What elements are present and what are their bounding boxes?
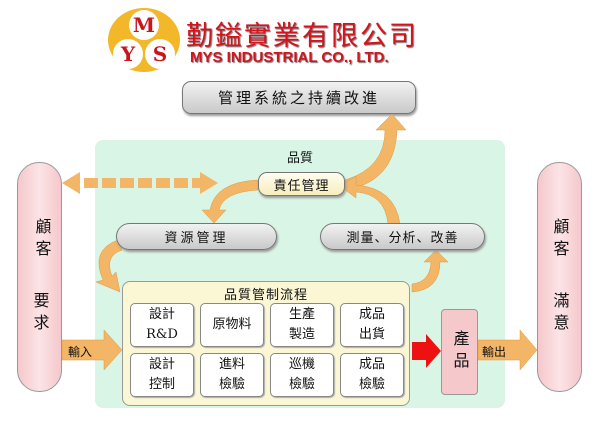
process-title: 品質管制流程	[223, 288, 308, 303]
curved-arrow-process-to-measure	[411, 249, 449, 293]
customer-satisfaction-title: 顧客	[550, 218, 570, 262]
continuous-improvement-box: 管理系統之持續改進	[182, 81, 416, 114]
company-name-zh: 勤鎰實業有限公司	[186, 21, 418, 52]
process-cell-design-control: 設計 控制	[130, 353, 194, 397]
logo-letter-s: S	[145, 39, 175, 69]
logo-letter-m: M	[129, 10, 159, 40]
process-cell-final-inspection: 成品 檢驗	[340, 353, 404, 397]
company-name-en: MYS INDUSTRIAL CO., LTD.	[190, 49, 389, 66]
resource-box: 資源管理	[116, 223, 277, 250]
output-arrow	[477, 329, 538, 371]
logo: M Y S	[108, 8, 180, 72]
process-cell-production: 生產 製造	[270, 303, 334, 347]
curved-arrow-to-improvement	[344, 113, 407, 191]
process-cell-design-rd: 設計 R&D	[130, 303, 194, 347]
curved-arrow-measure-to-responsibility	[339, 175, 401, 225]
measurement-box: 測量、分析、改善	[320, 223, 485, 250]
input-arrow	[61, 329, 123, 371]
logo-letter-y: Y	[113, 39, 143, 69]
red-arrow	[412, 334, 441, 368]
customer-satisfaction-subtitle: 滿意	[550, 292, 570, 336]
product-box: 產品	[441, 309, 478, 395]
customer-satisfaction-box: 顧客 滿意	[537, 162, 582, 392]
process-cell-shipping: 成品 出貨	[340, 303, 404, 347]
input-label: 輸入	[68, 345, 93, 359]
customer-requirement-box: 顧客 要求	[17, 162, 62, 392]
process-cell-patrol-inspection: 巡機 檢驗	[270, 353, 334, 397]
dashed-double-arrow	[62, 172, 218, 194]
quality-label: 品質	[287, 151, 314, 166]
process-cell-raw-material: 原物料	[200, 303, 264, 347]
customer-requirement-subtitle: 要求	[30, 292, 50, 336]
responsibility-box: 責任管理	[258, 172, 345, 196]
curved-arrow-resource-to-process	[95, 239, 123, 293]
customer-requirement-title: 顧客	[32, 218, 52, 262]
quality-control-process: 品質管制流程 設計 R&D 原物料 生產 製造 成品 出貨 設計 控制 進料 檢…	[122, 281, 410, 406]
output-label: 輸出	[482, 345, 507, 359]
process-cell-incoming-inspection: 進料 檢驗	[200, 353, 264, 397]
